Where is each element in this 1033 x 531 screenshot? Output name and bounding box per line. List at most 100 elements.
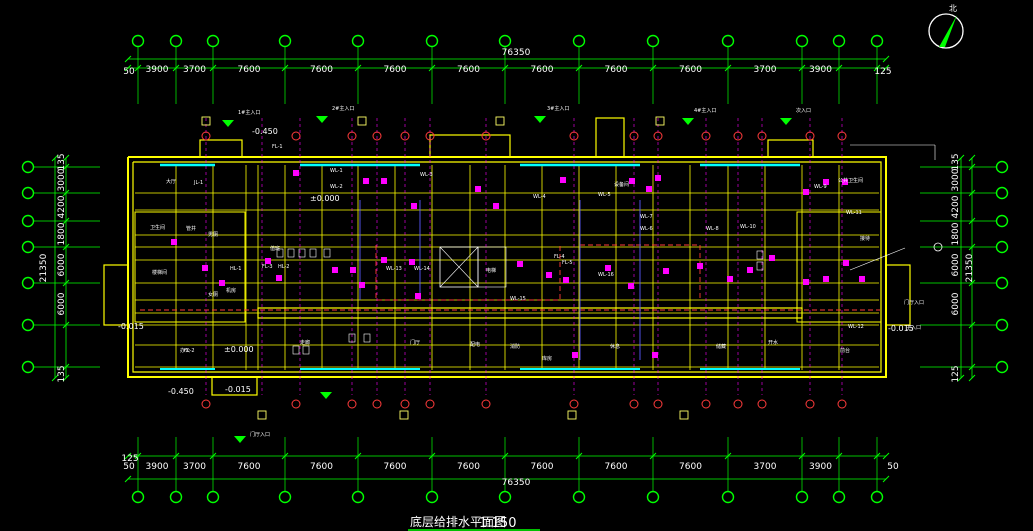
span-dimension-bottom: 7600 <box>238 462 261 472</box>
grid-bubble-top <box>131 34 145 48</box>
span-dimension-top: 3700 <box>754 65 777 75</box>
riser-tag: WL-5 <box>598 192 611 198</box>
grid-bubble-bottom <box>870 490 884 504</box>
grid-bubble-left <box>21 318 35 332</box>
riser-tag: WL-13 <box>386 266 402 272</box>
sub-grid-bubble-bottom <box>400 399 410 409</box>
room-label: 前台 <box>840 347 850 354</box>
span-dimension-bottom: 7600 <box>679 462 702 472</box>
floor-drain-icon <box>350 267 356 273</box>
dimension-tick <box>51 374 59 382</box>
riser-tag: WL-16 <box>598 272 614 278</box>
span-dimension-bottom: 3700 <box>754 462 777 472</box>
span-dimension-top: 3700 <box>183 65 206 75</box>
left-span-dimension: 4200 <box>57 195 67 218</box>
entrance-arrow-icon <box>534 116 546 123</box>
dimension-tick <box>62 163 70 171</box>
floor-drain-icon <box>823 276 829 282</box>
right-offset-dimension: 125 <box>951 365 961 382</box>
floor-drain-icon <box>697 263 703 269</box>
grid-bubble-bottom <box>206 490 220 504</box>
grid-lines <box>34 47 996 491</box>
drainage-pipes <box>140 118 880 395</box>
riser-tag: FL-1 <box>272 144 283 150</box>
dimension-tick <box>882 452 890 460</box>
room-label: 开水 <box>768 339 778 346</box>
sub-grid-bubble-bottom <box>629 399 639 409</box>
toilet-icon <box>756 250 764 260</box>
riser-tag: WL-2 <box>330 184 343 190</box>
riser-tag: FL-4 <box>554 254 565 260</box>
dimension-tick <box>798 452 806 460</box>
wall <box>132 161 882 373</box>
span-dimension-top: 7600 <box>531 65 554 75</box>
room-label: 设备间 <box>614 181 629 188</box>
top-offset-left: 50 <box>123 67 135 77</box>
total-dimension-top: 76350 <box>502 48 531 58</box>
grid-bubble-right <box>995 160 1009 174</box>
dimension-lines: 3900390037003700760076007600760076007600… <box>51 55 976 483</box>
entrance-label: 门厅入口 <box>250 431 270 438</box>
grid-bubble-top <box>721 34 735 48</box>
axis-tag-box <box>679 410 689 420</box>
room-label: 走廊 <box>300 339 310 346</box>
room-label: 休息 <box>610 343 620 350</box>
sub-grid-bubble-top <box>629 131 639 141</box>
drain-branch <box>375 245 561 301</box>
room-label: 电梯 <box>486 267 496 274</box>
grid-bubble-right <box>995 240 1009 254</box>
grid-bubble-bottom <box>351 490 365 504</box>
room-label: 接待 <box>860 235 870 242</box>
porch-top-left <box>199 139 243 158</box>
dimension-tick <box>575 452 583 460</box>
dimension-tick <box>62 279 70 287</box>
grid-bubble-top <box>169 34 183 48</box>
floor-drain-icon <box>332 267 338 273</box>
floor-drain-icon <box>803 279 809 285</box>
span-dimension-top: 7600 <box>457 65 480 75</box>
room-label: 办公 <box>180 347 190 354</box>
sub-grid-bubble-top <box>400 131 410 141</box>
span-dimension-top: 7600 <box>310 65 333 75</box>
sub-grid-bubble-bottom <box>653 399 663 409</box>
sub-grid-bubble-top <box>805 131 815 141</box>
grid-bubble-bottom <box>795 490 809 504</box>
room-label: 女厕 <box>208 291 218 298</box>
dimension-tick <box>172 452 180 460</box>
grid-bubbles <box>21 34 1009 504</box>
right-span-dimension: 3000 <box>951 168 961 191</box>
grid-bubble-top <box>498 34 512 48</box>
dimension-tick <box>62 217 70 225</box>
dimension-tick <box>649 64 657 72</box>
grid-bubble-right <box>995 318 1009 332</box>
dimension-tick <box>62 363 70 371</box>
stair-core-right <box>796 211 882 323</box>
floor-drain-icon <box>663 268 669 274</box>
dimension-tick <box>968 189 976 197</box>
grid-bubble-right <box>995 214 1009 228</box>
grid-bubble-top <box>572 34 586 48</box>
dimension-tick <box>62 243 70 251</box>
dimension-tick <box>968 363 976 371</box>
entrance-arrow-icon <box>234 436 246 443</box>
dimension-tick <box>51 154 59 162</box>
floor-drain-icon <box>823 179 829 185</box>
grid-bubble-bottom <box>169 490 183 504</box>
dimension-tick <box>172 64 180 72</box>
riser-tag: WL-7 <box>640 214 653 220</box>
dimension-tick <box>968 163 976 171</box>
dimension-tick <box>428 452 436 460</box>
sub-grid-bubble-bottom <box>701 399 711 409</box>
span-dimension-top: 7600 <box>679 65 702 75</box>
axis-tag-box <box>655 116 665 126</box>
dimension-tick <box>968 243 976 251</box>
elevator-shaft <box>477 246 507 288</box>
floor-drain-icon <box>803 189 809 195</box>
riser-tag: WL-6 <box>640 226 653 232</box>
floor-drain-icon <box>652 352 658 358</box>
dimension-tick <box>724 452 732 460</box>
span-dimension-top: 3900 <box>146 65 169 75</box>
floor-drain-icon <box>563 277 569 283</box>
bottom-offset-right: 50 <box>887 462 899 472</box>
span-dimension-top: 7600 <box>238 65 261 75</box>
